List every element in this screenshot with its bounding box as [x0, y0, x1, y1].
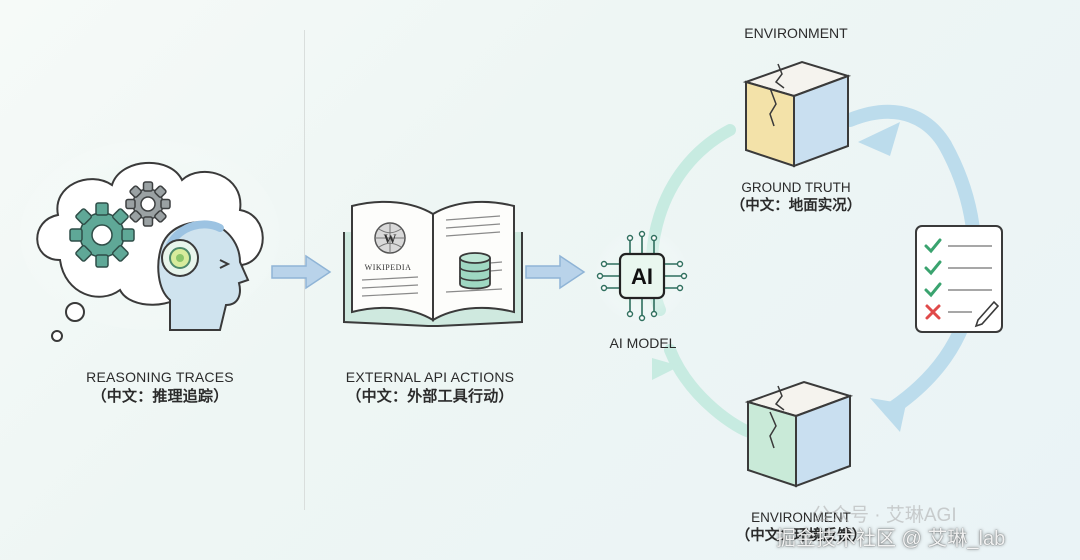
reasoning-label-zh: （中文：推理追踪） [91, 388, 229, 405]
external-label-zh: （中文：外部工具行动） [346, 388, 514, 405]
wikipedia-logo-icon: W [374, 222, 406, 254]
ai-chip-text: AI [631, 264, 653, 289]
reasoning-label: REASONING TRACES [86, 369, 234, 385]
ground-truth-label-zh: （中文：地面实况） [730, 198, 862, 214]
environment-bottom-label: ENVIRONMENT [751, 510, 851, 525]
environment-cube-bottom [744, 380, 854, 488]
reasoning-illustration [20, 140, 280, 342]
environment-cube-top [742, 60, 852, 168]
arrow-right-icon [271, 254, 332, 290]
watermark-juejin: 掘金技术社区 @ 艾琳_lab [776, 528, 1006, 550]
wikipedia-text: WIKIPEDIA [365, 263, 412, 272]
reasoning-caption: REASONING TRACES （中文：推理追踪） [40, 367, 280, 407]
database-icon [459, 252, 491, 290]
external-label: EXTERNAL API ACTIONS [345, 369, 515, 385]
book-illustration: W WIKIPEDIA [343, 200, 523, 327]
svg-text:W: W [384, 231, 397, 246]
thought-bubble [65, 302, 85, 322]
external-caption: EXTERNAL API ACTIONS （中文：外部工具行动） [300, 367, 560, 407]
arrow-head-icon [652, 358, 680, 380]
environment-top-title: ENVIRONMENT [744, 25, 848, 41]
ai-head-icon [157, 220, 250, 331]
arrow-right-icon [525, 254, 586, 290]
environment-bottom-caption: ENVIRONMENT （中文：环境反馈） [706, 508, 896, 546]
ai-chip-icon: AI [594, 228, 690, 324]
arrow-head-icon [858, 122, 900, 156]
checklist-icon [915, 225, 1003, 333]
ground-truth-caption: GROUND TRUTH （中文：地面实况） [706, 178, 886, 216]
ground-truth-label: GROUND TRUTH [741, 180, 851, 195]
watermark-wechat: 公众号 · 艾琳AGI [812, 505, 957, 526]
gear-icon [69, 202, 135, 268]
ai-model-label: AI MODEL [609, 335, 677, 351]
gear-icon [125, 181, 171, 227]
thought-bubble [51, 330, 63, 342]
pencil-icon [974, 300, 1000, 328]
environment-bottom-label-zh: （中文：环境反馈） [735, 528, 867, 544]
arrow-head-icon [870, 398, 906, 432]
